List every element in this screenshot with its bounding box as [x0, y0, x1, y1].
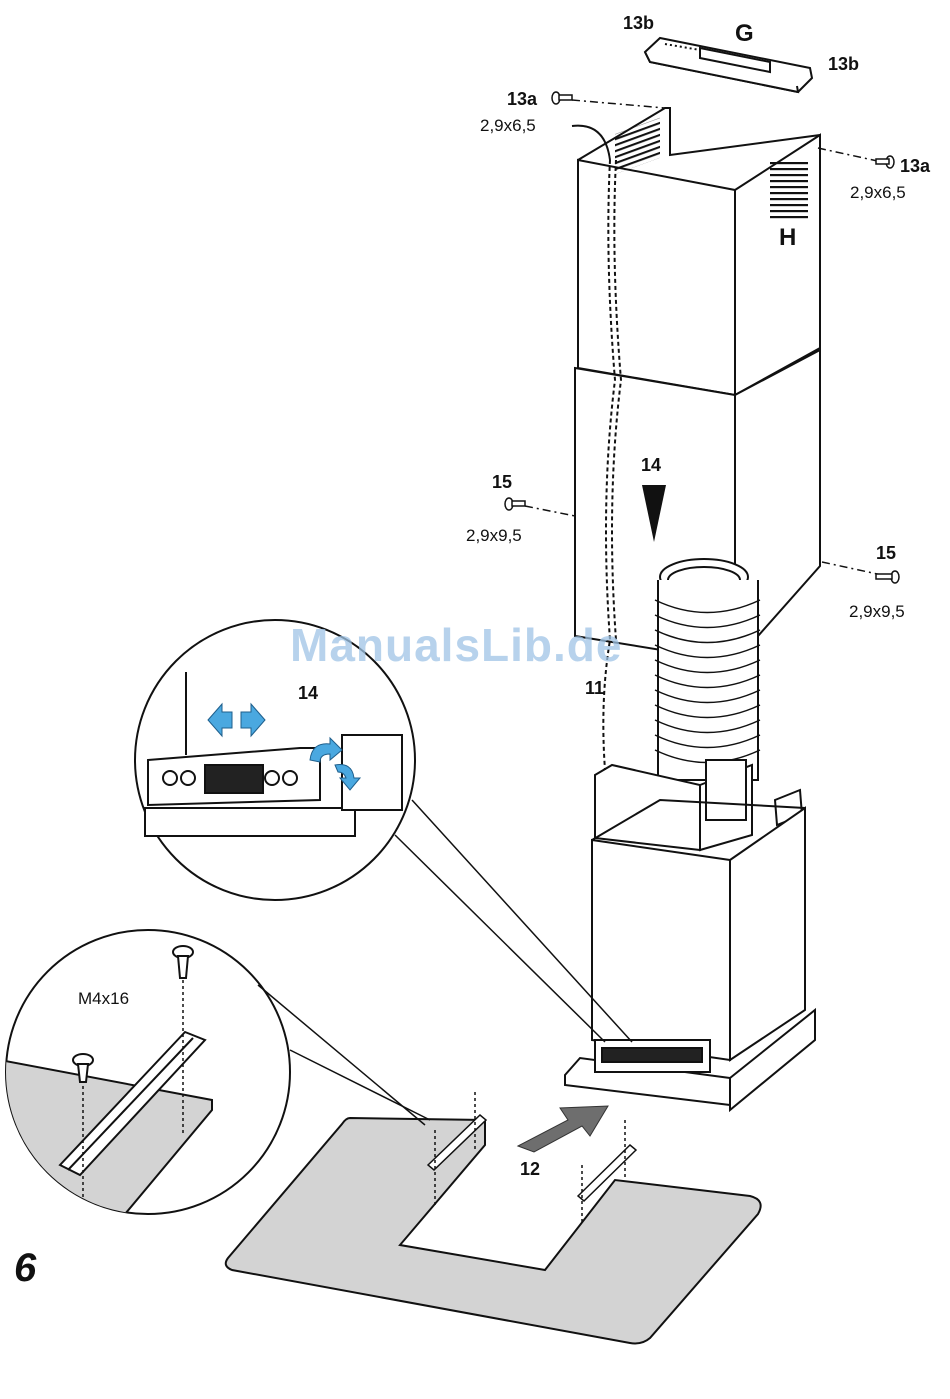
- label-m4x16: M4x16: [78, 990, 129, 1007]
- label-step-12: 12: [520, 1160, 540, 1178]
- label-13b-right: 13b: [828, 55, 859, 73]
- label-part-g: G: [735, 22, 754, 46]
- mounting-bracket-g: [645, 38, 812, 92]
- label-step-14: 14: [641, 456, 661, 474]
- screw-13a-left-icon: [552, 92, 572, 104]
- size-15-left: 2,9x9,5: [466, 527, 522, 544]
- screw-15-right-icon: [876, 571, 899, 583]
- screw-13a-right-icon: [876, 156, 894, 168]
- label-cable-11: 11: [585, 679, 604, 697]
- screw-m4x16-left-icon: [78, 1064, 88, 1082]
- flexible-duct: [655, 559, 760, 780]
- screw-15-left-icon: [505, 498, 525, 510]
- label-15-left: 15: [492, 473, 512, 491]
- label-13a-right: 13a: [900, 157, 930, 175]
- ceiling-plate: [226, 1092, 761, 1343]
- screw-m4x16-right-icon: [178, 956, 188, 978]
- step-number: 6: [14, 1248, 36, 1288]
- size-15-right: 2,9x9,5: [849, 603, 905, 620]
- watermark: ManualsLib.de: [290, 618, 622, 672]
- slide-arrow-icon: [518, 1106, 608, 1152]
- label-15-right: 15: [876, 544, 896, 562]
- size-13a-left: 2,9x6,5: [480, 117, 536, 134]
- label-part-h: H: [779, 226, 796, 250]
- size-13a-right: 2,9x6,5: [850, 184, 906, 201]
- label-detail-14: 14: [298, 684, 318, 702]
- label-13b-left: 13b: [623, 14, 654, 32]
- label-13a-left: 13a: [507, 90, 537, 108]
